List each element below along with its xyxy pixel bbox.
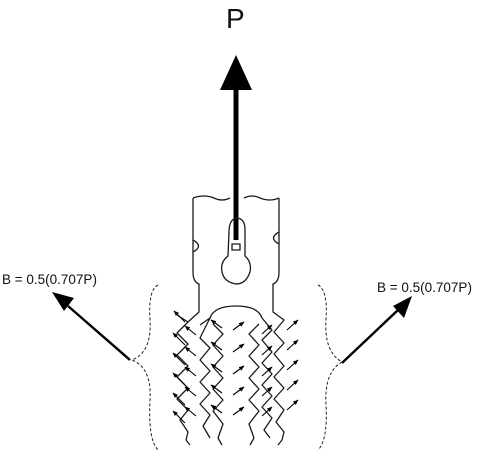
keyhole-slot	[220, 217, 252, 285]
thread-force-arrows	[172, 310, 299, 424]
right-force-label: B = 0.5(0.707P)	[377, 280, 472, 295]
left-brace	[130, 284, 159, 451]
right-resultant-arrow	[341, 296, 412, 364]
load-label: P	[226, 3, 245, 34]
left-force-label: B = 0.5(0.707P)	[2, 272, 97, 287]
thread-profile	[176, 300, 285, 446]
right-brace	[317, 284, 344, 451]
load-arrow	[220, 55, 252, 240]
bolt-shank	[192, 195, 280, 300]
left-resultant-arrow	[52, 292, 131, 361]
